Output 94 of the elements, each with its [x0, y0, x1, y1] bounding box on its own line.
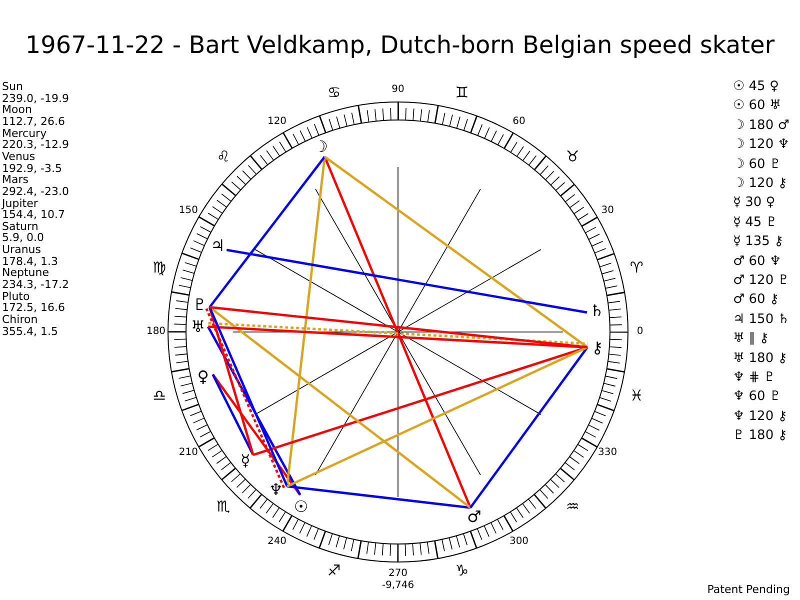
- degree-label: 30: [601, 206, 614, 216]
- planet-name: Saturn: [2, 220, 38, 232]
- zodiac-glyph: ♍: [152, 260, 166, 276]
- planet-name: Moon: [2, 104, 32, 116]
- degree-label: 60: [512, 117, 526, 128]
- aspect-line: [226, 248, 588, 314]
- position-value: 192.9, -3.5: [2, 162, 62, 174]
- position-value: 112.7, 26.6: [2, 116, 65, 127]
- planet-name: Pluto: [2, 290, 30, 302]
- zodiac-glyph: ♈: [630, 260, 644, 276]
- aspect-entry: ♂ 120 ♇: [733, 274, 790, 287]
- aspect-line: [287, 485, 471, 509]
- degree-label: 210: [178, 448, 198, 458]
- aspect-entry: ♇ 180 ⚷: [733, 429, 788, 442]
- position-value: 220.3, -12.9: [2, 139, 69, 150]
- aspect-entry: ☉ 45 ♀: [733, 80, 779, 93]
- aspect-line: [286, 156, 326, 486]
- degree-label: 330: [598, 448, 618, 458]
- aspect-entry: ☽ 120 ♆: [733, 138, 790, 152]
- zodiac-glyph: ♉: [566, 150, 580, 165]
- degree-label: 150: [178, 206, 198, 216]
- planet-glyph: ♂: [467, 508, 482, 525]
- planet-name: Neptune: [2, 267, 50, 278]
- zodiac-glyph: ♎: [152, 388, 166, 404]
- aspect-entry: ♆ 120 ⚷: [733, 410, 788, 423]
- degree-label: 270: [388, 569, 408, 579]
- zodiac-glyph: ♓: [630, 388, 644, 404]
- aspect-entry: ♂ 60 ⚷: [733, 293, 779, 306]
- aspect-line: [212, 374, 254, 456]
- degree-label: 180: [146, 327, 166, 337]
- aspect-line: [208, 306, 254, 456]
- planet-name: Mercury: [2, 128, 47, 139]
- aspect-line: [208, 156, 326, 308]
- planet-name: Jupiter: [2, 198, 38, 208]
- degree-label: 240: [267, 536, 287, 547]
- planet-glyph: ☉: [294, 498, 308, 515]
- aspect-entry: ☿ 45 ♇: [733, 216, 778, 229]
- planet-name: Venus: [2, 150, 36, 162]
- aspect-entry: ♃ 150 ♄: [733, 312, 790, 326]
- aspect-line: [324, 156, 472, 508]
- degree-label: 0: [636, 327, 644, 337]
- aspect-entry: ☽ 60 ♇: [733, 158, 782, 171]
- aspect-entry: ♆ 60 ♇: [733, 390, 782, 404]
- footer-note: Patent Pending: [707, 584, 790, 595]
- position-value: 355.4, 1.5: [2, 326, 58, 337]
- planet-name: Chiron: [2, 314, 38, 325]
- aspect-line: [208, 306, 472, 509]
- aspect-line: [324, 156, 588, 348]
- position-value: 178.4, 1.3: [2, 256, 58, 267]
- zodiac-glyph: ♌: [216, 150, 230, 165]
- degree-label: 90: [392, 85, 404, 95]
- zodiac-glyph: ♐: [327, 563, 341, 578]
- planet-glyph: ♅: [190, 319, 206, 336]
- planet-glyph: ⚷: [591, 340, 604, 356]
- planet-name: Mars: [2, 174, 28, 186]
- zodiac-glyph: ♋: [327, 86, 341, 101]
- planet-glyph: ♃: [210, 238, 225, 254]
- planet-glyph: ♀: [197, 368, 209, 385]
- chart-title: 1967-11-22 - Bart Veldkamp, Dutch-born Belgian speed skater: [25, 33, 775, 57]
- aspect-entry: ☽ 180 ♂: [733, 118, 790, 132]
- degree-label: 120: [267, 117, 287, 128]
- position-value: 154.4, 10.7: [2, 209, 65, 220]
- planet-glyph: ♆: [268, 482, 284, 498]
- aspect-line: [286, 346, 588, 488]
- planet-glyph: ♇: [192, 296, 208, 313]
- zodiac-glyph: ♏: [216, 499, 230, 514]
- position-value: 239.0, -19.9: [2, 92, 69, 104]
- aspect-entry: ♅ 180 ⚷: [733, 352, 788, 365]
- aspect-line: [207, 326, 302, 496]
- aspect-entry: ♂ 60 ♆: [733, 254, 782, 268]
- aspect-entry: ☽ 120 ⚷: [733, 177, 788, 190]
- aspect-entry: ♆ ⋕ ♇: [733, 371, 776, 384]
- planet-name: Sun: [2, 81, 23, 92]
- position-value: 234.3, -17.2: [2, 279, 69, 290]
- aspect-entry: ☿ 135 ⚷: [733, 235, 784, 248]
- zodiac-glyph: ♒: [566, 499, 580, 514]
- aspect-entry: ☿ 30 ♀: [733, 196, 776, 210]
- aspect-line: [212, 374, 302, 496]
- planet-name: Uranus: [2, 244, 41, 256]
- aspect-line: [469, 346, 588, 508]
- position-value: 5.9, 0.0: [2, 232, 44, 244]
- value-label: -9,746: [382, 581, 414, 591]
- aspect-line: [210, 306, 588, 348]
- aspect-line: [208, 322, 588, 345]
- aspect-entry: ☉ 60 ♅: [733, 99, 782, 112]
- position-value: 292.4, -23.0: [2, 186, 69, 197]
- zodiac-glyph: ♑: [455, 563, 469, 578]
- degree-label: 300: [509, 536, 529, 547]
- aspect-entry: ♅ ∥ ⚷: [733, 332, 769, 346]
- position-value: 172.5, 16.6: [2, 302, 65, 314]
- planet-glyph: ☿: [240, 453, 250, 470]
- zodiac-glyph: ♊: [455, 86, 469, 101]
- planet-glyph: ☽: [314, 139, 328, 156]
- planet-glyph: ♄: [590, 303, 604, 320]
